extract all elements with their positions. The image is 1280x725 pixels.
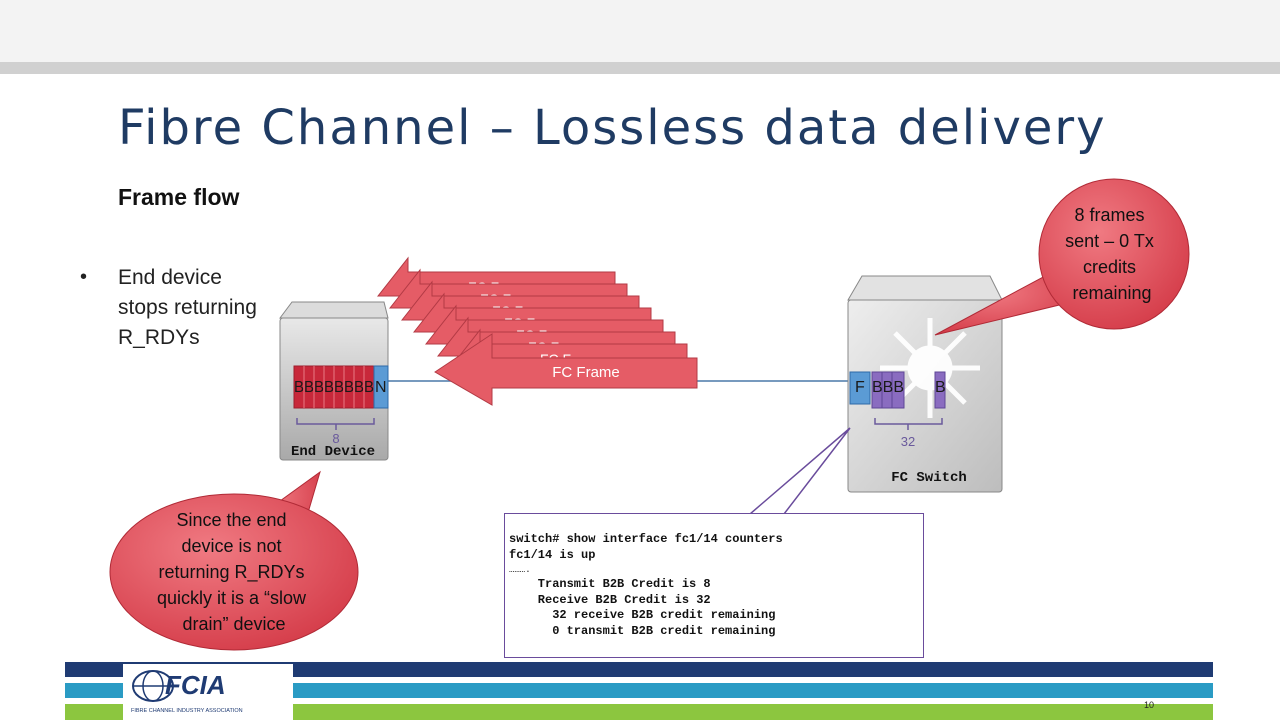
- top-band: [0, 0, 1280, 62]
- fc-frame-stack: FC F FC F FC F FC F FC F FC F FC F: [376, 256, 698, 406]
- f-port-label: F: [855, 379, 865, 396]
- fc-frame-label: FC Frame: [552, 364, 620, 381]
- switch-buffer-text: BBB: [872, 379, 904, 396]
- end-device-buffer-count: 8: [332, 431, 339, 446]
- footer-bands: [65, 662, 1213, 720]
- end-device-label: End Device: [291, 444, 375, 460]
- cli-line: ……….: [509, 565, 531, 576]
- fcia-logo: FCIA FIBRE CHANNEL INDUSTRY ASSOCIATION: [123, 664, 293, 720]
- switch-callout-text: 8 frames sent – 0 Tx credits remaining: [1065, 205, 1159, 303]
- slide-title: Fibre Channel – Lossless data delivery: [118, 100, 1107, 156]
- switch-callout: 8 frames sent – 0 Tx credits remaining: [934, 178, 1190, 336]
- cli-line: 0 transmit B2B credit remaining: [509, 623, 776, 638]
- cli-callout-pointer: [747, 427, 851, 515]
- cli-line: Transmit B2B Credit is 8: [509, 577, 711, 592]
- cli-output-box: switch# show interface fc1/14 counters f…: [504, 513, 924, 658]
- fcia-logo-text: FCIA: [165, 670, 226, 700]
- n-port-label: N: [375, 379, 387, 396]
- device-callout: Since the end device is not returning R_…: [109, 470, 359, 651]
- cli-line: Receive B2B Credit is 32: [509, 592, 711, 607]
- device-callout-text: Since the end device is not returning R_…: [157, 510, 311, 634]
- slide-subtitle: Frame flow: [118, 184, 240, 210]
- switch-buffer-last: B: [935, 379, 946, 396]
- fcia-logo-icon: FCIA FIBRE CHANNEL INDUSTRY ASSOCIATION: [131, 670, 243, 714]
- n-port: [373, 365, 389, 409]
- bullet-marker: •: [80, 266, 88, 288]
- fcia-logo-subtext: FIBRE CHANNEL INDUSTRY ASSOCIATION: [131, 708, 243, 714]
- fc-switch: F BBB B 32 FC Switch: [847, 275, 1003, 493]
- switch-buffer-count: 32: [901, 434, 915, 449]
- end-device-buffer-text: BBBBBBBB: [294, 379, 374, 396]
- page-number: 10: [1144, 700, 1155, 710]
- switch-label: FC Switch: [891, 470, 967, 486]
- cli-line: fc1/14 is up: [509, 547, 596, 562]
- cli-line: 32 receive B2B credit remaining: [509, 608, 776, 623]
- cli-line: switch# show interface fc1/14 counters: [509, 532, 783, 546]
- bullet-text: End device stops returning R_RDYs: [118, 266, 257, 349]
- f-port: [849, 371, 871, 405]
- top-rule: [0, 62, 1280, 74]
- switch-logo-icon: [880, 318, 980, 418]
- fc-frame-front: FC Frame: [434, 333, 698, 406]
- end-device: BBBBBBBB N 8 End Device: [279, 301, 389, 461]
